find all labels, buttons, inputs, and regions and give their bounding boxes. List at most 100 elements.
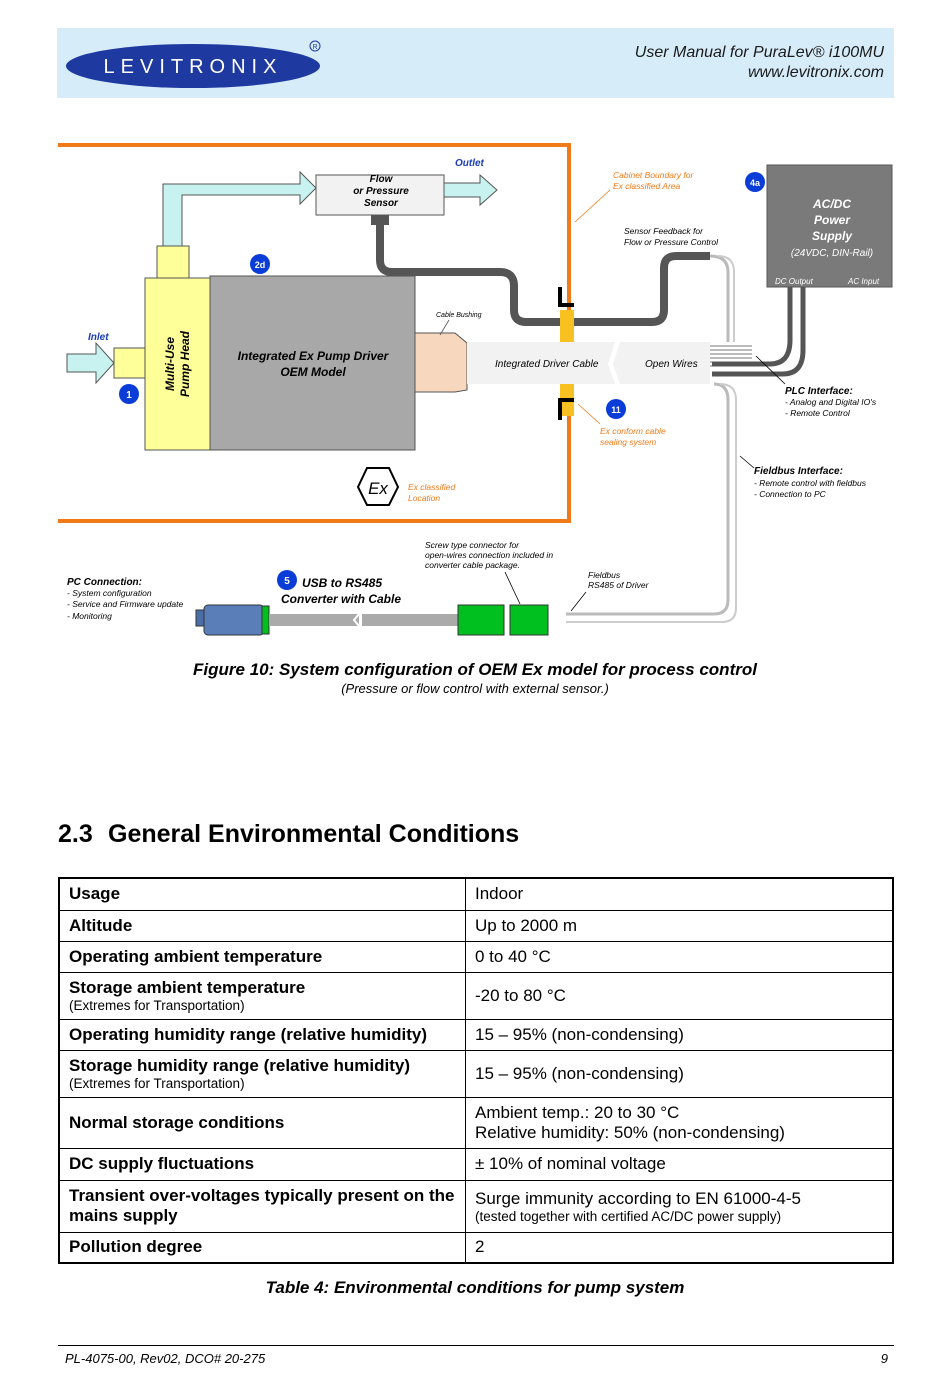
badge-11: 11	[606, 399, 626, 419]
badge-4a: 4a	[745, 172, 765, 192]
svg-text:5: 5	[284, 576, 290, 587]
cable-bushing-label: Cable Bushing	[436, 312, 482, 319]
outlet-connector	[156, 245, 190, 279]
dc-cable-1	[712, 310, 793, 367]
row-label-cell: Storage ambient temperature (Extremes fo…	[58, 971, 466, 1020]
fieldbus-cable	[566, 382, 730, 616]
website-url: www.levitronix.com	[747, 64, 884, 81]
pump-driver-label-2: OEM Model	[280, 365, 346, 379]
screw-connector-label-3: converter cable package.	[425, 560, 520, 570]
dc-cable-2	[712, 310, 806, 377]
row-note: (tested together with certified AC/DC po…	[475, 1208, 782, 1224]
ac-input-label: AC Input	[847, 277, 880, 286]
plc-item-2: - Remote Control	[785, 408, 851, 418]
flow-sensor-label-1: Flow	[370, 174, 394, 185]
svg-text:2d: 2d	[255, 260, 266, 270]
row-label: Operating humidity range (relative humid…	[58, 1018, 466, 1051]
row-value: 15 – 95% (non-condensing)	[465, 1018, 894, 1051]
pc-item-1: - System configuration	[67, 588, 152, 598]
converter-cable-right	[362, 614, 458, 626]
fieldbus-item-1: - Remote control with fieldbus	[754, 478, 867, 488]
fieldbus-title: Fieldbus Interface:	[754, 466, 843, 477]
pc-title: PC Connection:	[67, 577, 142, 588]
figure-caption: Figure 10: System configuration of OEM E…	[193, 660, 757, 679]
flow-sensor-label-3: Sensor	[364, 198, 399, 209]
system-diagram: Inlet Flow or Pressure Sensor Outlet Mul…	[58, 143, 893, 636]
page-number: 9	[880, 1351, 888, 1366]
pump-head-label-1: Multi-Use	[163, 337, 177, 391]
row-label: Usage	[58, 877, 466, 911]
row-value: 2	[465, 1231, 894, 1264]
row-label: Storage humidity range (relative humidit…	[69, 1056, 411, 1075]
table-row: Storage humidity range (relative humidit…	[58, 1049, 894, 1098]
svg-text:4a: 4a	[750, 178, 761, 188]
outlet-label: Outlet	[455, 158, 485, 169]
sensor-plug	[371, 215, 389, 225]
ex-symbol-icon	[356, 467, 400, 506]
table-row: Storage ambient temperature (Extremes fo…	[58, 971, 894, 1020]
row-value: Indoor	[465, 877, 894, 911]
row-label: Operating ambient temperature	[58, 940, 466, 973]
row-label: Altitude	[58, 909, 466, 942]
row-value: Ambient temp.: 20 to 30 °C	[475, 1102, 680, 1122]
row-value-2: Relative humidity: 50% (non-condensing)	[475, 1122, 785, 1142]
section-number: 2.3	[58, 820, 93, 848]
footer-doc-id: PL-4075-00, Rev02, DCO# 20-275	[65, 1351, 266, 1366]
inlet-arrow	[66, 341, 115, 385]
row-sublabel: (Extremes for Transportation)	[69, 998, 245, 1013]
screw-connector-label-1: Screw type connector for	[425, 540, 520, 550]
svg-text:1: 1	[126, 390, 132, 401]
table-row: Normal storage conditions Ambient temp.:…	[58, 1096, 894, 1149]
row-value: ± 10% of nominal voltage	[465, 1147, 894, 1181]
row-value-cell: Ambient temp.: 20 to 30 °C Relative humi…	[465, 1096, 894, 1149]
open-wires-label: Open Wires	[645, 359, 698, 370]
plc-item-1: - Analog and Digital IO's	[785, 397, 877, 407]
footer-divider	[58, 1345, 894, 1346]
psu-label-3: Supply	[812, 229, 853, 243]
section-heading: 2.3 General Environmental Conditions	[58, 820, 519, 849]
psu-label-2: Power	[814, 213, 851, 227]
fieldbus-driver-label-1: Fieldbus	[588, 570, 621, 580]
usb-connector	[203, 604, 265, 636]
table-row: Pollution degree 2	[58, 1231, 894, 1264]
svg-text:R: R	[312, 44, 317, 51]
table-caption: Table 4: Environmental conditions for pu…	[265, 1278, 685, 1297]
sensor-feedback-label-1: Sensor Feedback for	[624, 226, 704, 236]
cable-bushing	[414, 332, 468, 393]
screw-connector-1	[457, 604, 505, 636]
pump-head-label-2: Pump Head	[178, 330, 192, 397]
manual-title: User Manual for PuraLev® i100MU	[634, 44, 884, 61]
table-row: DC supply fluctuations ± 10% of nominal …	[58, 1147, 894, 1181]
logo-text: LEVITRONIX	[104, 56, 283, 78]
sensor-feedback-cable	[376, 225, 710, 326]
row-value: Surge immunity according to EN 61000-4-5	[475, 1188, 801, 1208]
row-label: DC supply fluctuations	[58, 1147, 466, 1181]
usb-converter-label-1: USB to RS485	[302, 576, 382, 590]
row-label: Transient over-voltages typically presen…	[58, 1179, 466, 1233]
cabinet-boundary-label-2: Ex classified Area	[613, 181, 681, 191]
inlet-label: Inlet	[88, 332, 109, 343]
row-sublabel: (Extremes for Transportation)	[69, 1076, 245, 1091]
row-label: Storage ambient temperature	[69, 978, 306, 997]
flow-sensor-box	[315, 174, 445, 216]
badge-5: 5	[277, 570, 297, 590]
open-wires-section	[613, 342, 710, 384]
table-row: Operating ambient temperature 0 to 40 °C	[58, 940, 894, 973]
section-title-text: General Environmental Conditions	[108, 820, 520, 848]
sensor-feedback-label-2: Flow or Pressure Control	[624, 237, 719, 247]
sealing-upper	[560, 310, 574, 342]
screw-connector-2	[509, 604, 549, 636]
table-row: Altitude Up to 2000 m	[58, 909, 894, 942]
usb-converter-label-2: Converter with Cable	[281, 592, 401, 606]
pump-driver-label-1: Integrated Ex Pump Driver	[238, 349, 390, 363]
ex-sealing-label-1: Ex conform cable	[600, 426, 666, 436]
integrated-driver-cable	[467, 342, 615, 384]
converter-cable-left	[269, 614, 359, 626]
badge-2d: 2d	[250, 254, 270, 274]
row-label: Pollution degree	[58, 1231, 466, 1264]
row-value: 15 – 95% (non-condensing)	[465, 1049, 894, 1098]
page-header: LEVITRONIX R User Manual for PuraLev® i1…	[57, 28, 894, 98]
screw-connector-label-2: open-wires connection included in	[425, 550, 553, 560]
cabinet-boundary-label-1: Cabinet Boundary for	[613, 170, 694, 180]
pipe-to-sensor	[162, 170, 317, 247]
